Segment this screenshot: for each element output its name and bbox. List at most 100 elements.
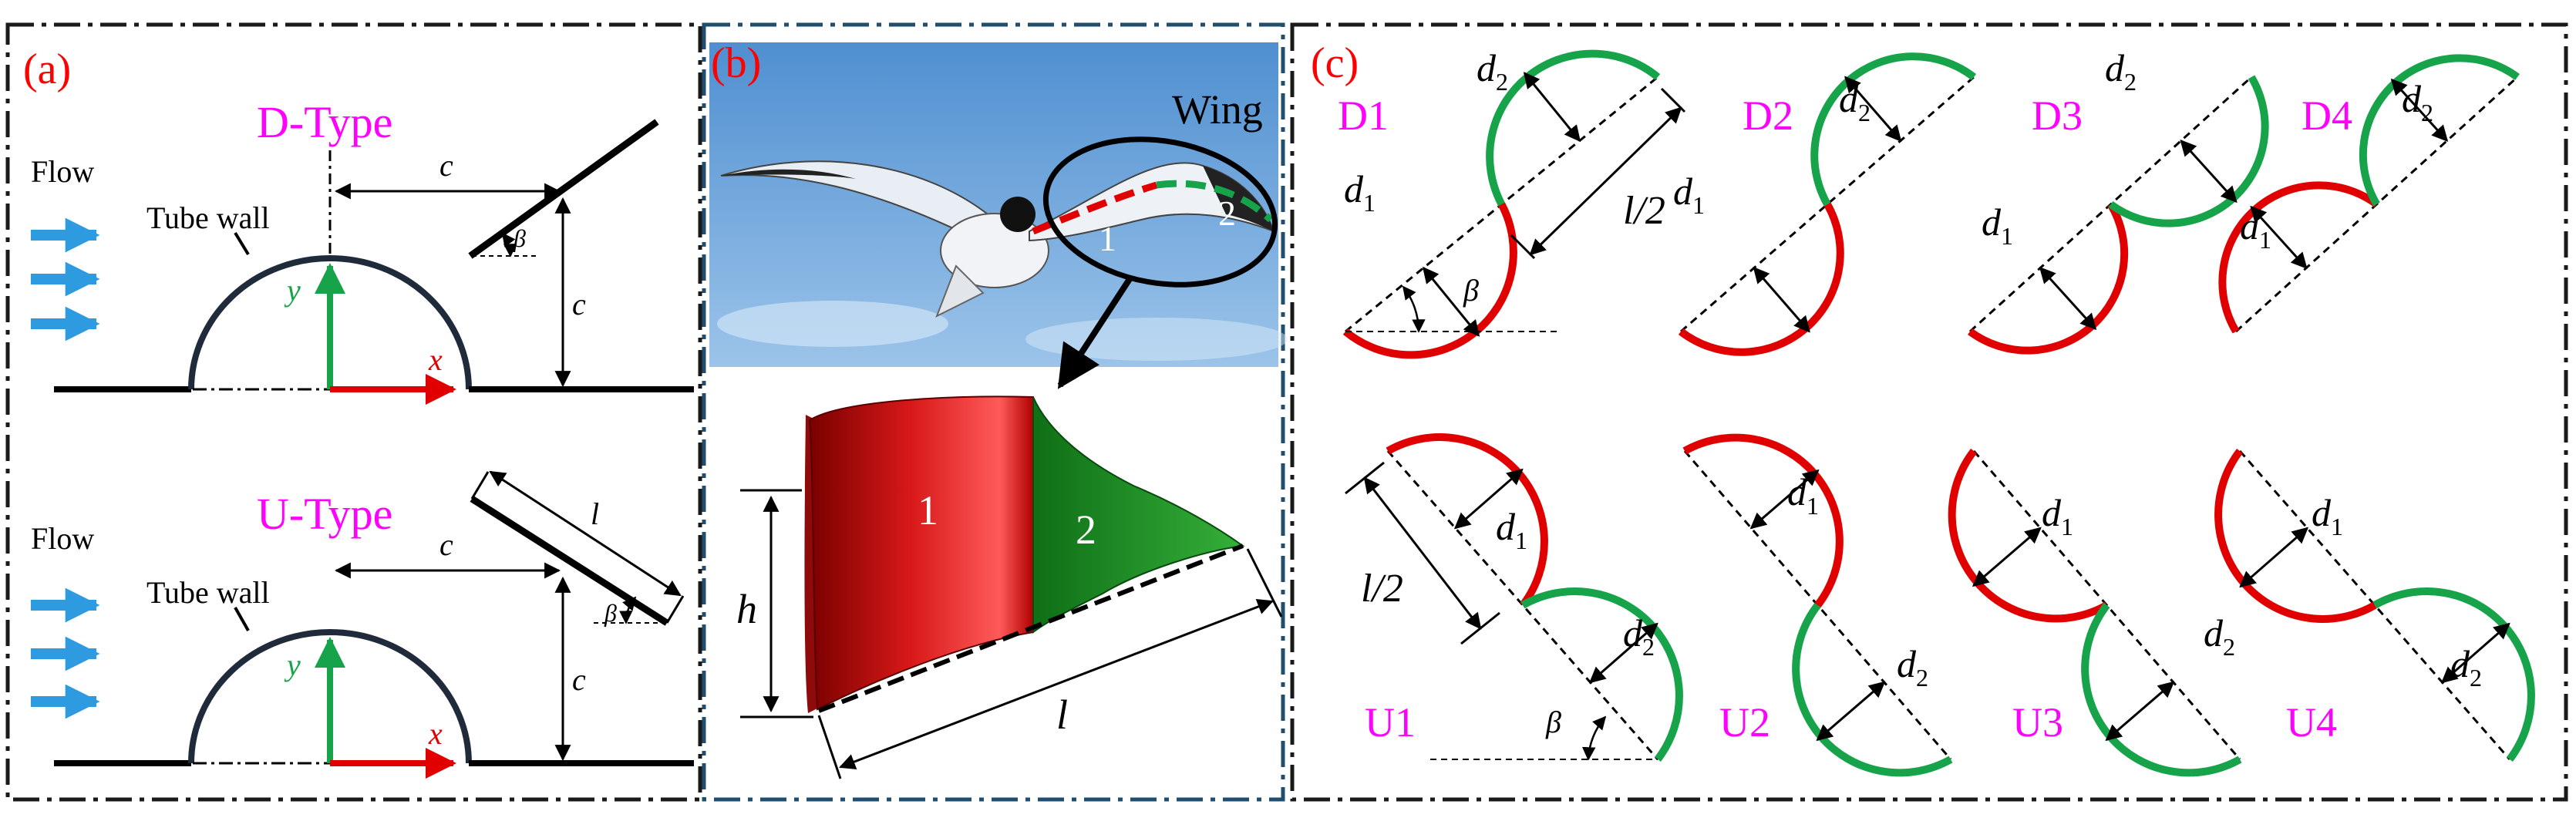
U2-segment-1 <box>1682 433 1844 608</box>
U2-label: U2 <box>1719 699 1770 745</box>
D1-label: D1 <box>1338 93 1389 139</box>
D3-segment-2 <box>2108 75 2269 227</box>
tube-wall-leader-top <box>234 231 250 256</box>
l-dim <box>489 470 682 597</box>
U4-chord <box>2238 450 2511 760</box>
seagull-photo: Wing 1 2 <box>709 42 1288 367</box>
U3-segment-1 <box>1948 448 2109 623</box>
x-label-top: x <box>428 342 443 377</box>
panel-b-tag: (b) <box>711 39 761 87</box>
zoom-arrow <box>1057 277 1133 389</box>
D2-d1-arrow <box>1753 266 1810 333</box>
tube-wall-label-bottom: Tube wall <box>146 575 270 610</box>
panel-b: Wing 1 2 (b) 1 2 h l <box>709 39 1288 779</box>
l-label: l <box>591 496 599 531</box>
U1-segment-1 <box>1386 433 1548 608</box>
tube-semicircle-top <box>188 255 472 390</box>
U2-d1-arrow <box>1749 469 1820 530</box>
D3-d1-arrow <box>2039 266 2097 331</box>
wing-profile-red <box>1032 181 1158 235</box>
D4-segment-2 <box>2359 54 2520 207</box>
flow-label-bottom: Flow <box>31 521 94 556</box>
D1-segment-2 <box>1486 49 1661 207</box>
D4-d2-arrow <box>2390 78 2449 143</box>
U1-d2-arrow <box>1588 622 1658 684</box>
U1-half-l-tick-2 <box>1460 611 1500 645</box>
U1-beta-arc <box>1581 715 1607 761</box>
wing-seg2-label: 2 <box>1218 194 1236 233</box>
D1-half-l-tick-1 <box>1510 234 1536 260</box>
d2-label-D4: d2 <box>2402 77 2433 126</box>
D1-d1-arrow <box>1422 266 1480 337</box>
beta-arc-top <box>501 232 517 257</box>
tube-wall-leader-bottom <box>234 607 250 631</box>
d-type-schematic: D-Type Flow Tube wall y x c c <box>31 97 694 405</box>
d1-label-D2: d1 <box>1673 170 1705 219</box>
bird-head <box>1000 197 1035 232</box>
d2-label-D2: d2 <box>1839 77 1871 126</box>
U4-d1-arrow <box>2239 527 2309 588</box>
winglet-seg2-label: 2 <box>1076 507 1096 553</box>
panel-b-frame <box>702 22 1285 802</box>
U4-segment-1 <box>2214 448 2377 623</box>
d1-label-D3: d1 <box>1982 200 2013 250</box>
U4-d2-arrow <box>2440 622 2510 684</box>
d1-label-D1: d1 <box>1344 167 1376 217</box>
x-label-bottom: x <box>428 716 443 751</box>
l-dim-winglet <box>839 598 1274 770</box>
u-type-plate <box>470 496 669 626</box>
d1-label-U1: d1 <box>1496 505 1527 554</box>
beta-label-top: β <box>513 224 526 252</box>
U1-label: U1 <box>1365 699 1416 745</box>
d2-label-D1: d2 <box>1477 46 1508 96</box>
h-label: h <box>736 586 757 632</box>
u-type-schematic: U-Type Flow Tube wall y x l c <box>31 470 694 779</box>
D1-segment-1 <box>1342 202 1517 359</box>
panel-a: (a) D-Type Flow Tube wall y x c <box>23 45 694 779</box>
D2-d2-arrow <box>1844 76 1902 143</box>
d2-label-U1: d2 <box>1623 611 1655 661</box>
U3-d2-arrow <box>2105 681 2175 742</box>
D4-d1-arrow <box>2250 205 2308 270</box>
winglet-3d-model: 1 2 h l <box>736 395 1283 779</box>
d2-label-U2: d2 <box>1897 642 1928 692</box>
d2-label-U4: d2 <box>2450 642 2482 692</box>
panel-a-tag: (a) <box>23 45 71 93</box>
tube-semicircle-bottom <box>188 629 472 764</box>
U1-half-l-label: l/2 <box>1361 567 1403 611</box>
d1-label-D4: d1 <box>2240 204 2271 254</box>
panel-a-frame <box>5 22 702 802</box>
wing-highlight-ellipse <box>1042 136 1278 288</box>
tube-wall-label-top: Tube wall <box>146 200 270 235</box>
winglet-segment-1 <box>808 395 1034 711</box>
d1-label-U4: d1 <box>2312 491 2343 540</box>
D1-beta-arc <box>1402 285 1426 333</box>
d1-label-U2: d1 <box>1787 470 1819 520</box>
d-type-plate <box>468 119 659 259</box>
U2-d2-arrow <box>1816 681 1886 742</box>
wing-seg1-label: 1 <box>1099 219 1116 258</box>
l-label-winglet: l <box>1056 692 1068 738</box>
d2-label-U3: d2 <box>2204 611 2235 661</box>
panel-c-tag: (c) <box>1311 39 1359 87</box>
panel-c-shapes <box>1342 49 2535 777</box>
winglet-segment-2 <box>1032 396 1245 634</box>
D1-half-l-label: l/2 <box>1623 189 1665 233</box>
U1-half-l-tick-1 <box>1345 461 1385 495</box>
beta-arc-bottom <box>619 596 637 624</box>
D4-label: D4 <box>2302 93 2352 139</box>
D3-label: D3 <box>2032 93 2083 139</box>
y-label-bottom: y <box>284 648 301 682</box>
D3-d2-arrow <box>2180 139 2238 204</box>
panel-c-frame <box>1290 22 2568 802</box>
flow-label-top: Flow <box>31 154 94 189</box>
U1-beta-label: β <box>1545 705 1561 739</box>
flow-arrows-top <box>31 217 100 342</box>
beta-label-bottom: β <box>604 599 617 627</box>
d1-label-U3: d1 <box>2042 491 2073 540</box>
c-label-vertical-top: c <box>572 287 586 321</box>
U3-d1-arrow <box>1972 527 2042 587</box>
c-label-horizontal-bottom: c <box>439 527 453 562</box>
